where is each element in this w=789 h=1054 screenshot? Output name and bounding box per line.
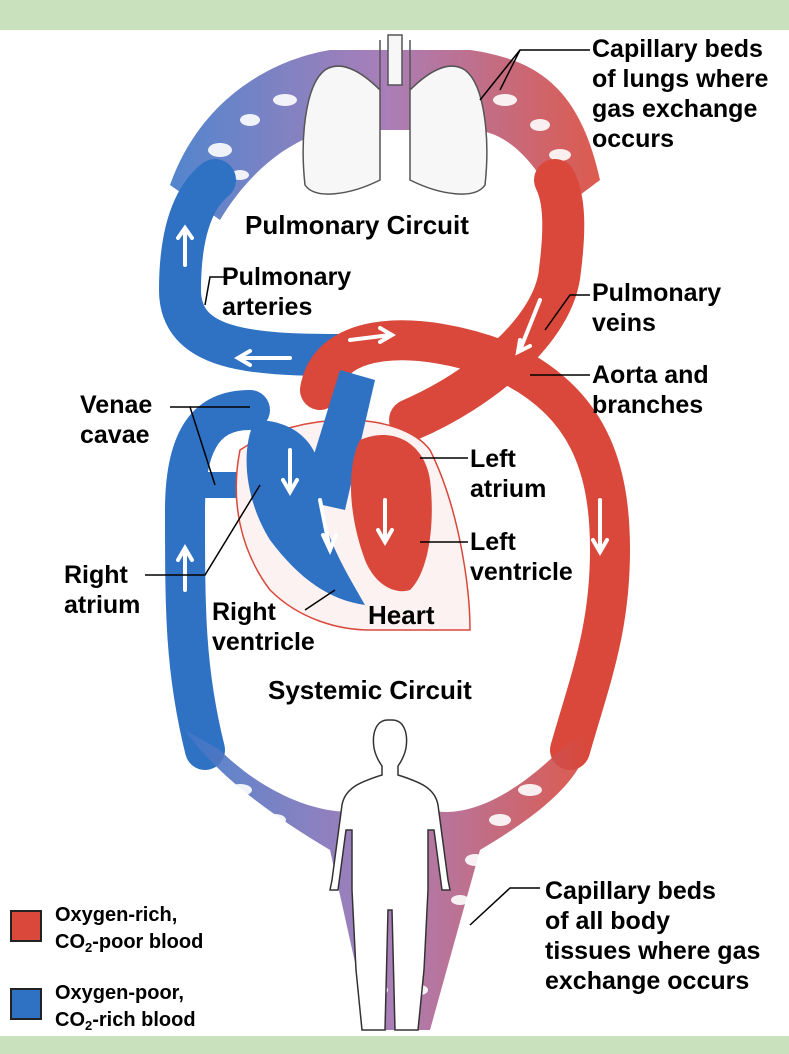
pulmonary-artery-vessel	[158, 159, 361, 376]
right-heart-chambers	[246, 420, 365, 605]
label-line: Capillary beds	[592, 35, 763, 63]
label-line: Pulmonary	[592, 279, 722, 307]
legend-line: CO2-poor blood	[55, 929, 203, 961]
leader-lines	[145, 49, 590, 926]
label-pulmonary-veins: Pulmonary veins	[592, 278, 721, 338]
legend-line: Oxygen-poor,	[55, 982, 184, 1004]
pulmonary-trunk	[300, 370, 375, 510]
legend-label-oxygen-poor: Oxygen-poor, CO2-rich blood	[55, 980, 196, 1036]
legend-line: CO2-rich blood	[55, 1007, 196, 1036]
systemic-circuit-title: Systemic Circuit	[268, 675, 472, 705]
leader-capillary-body	[469, 887, 540, 926]
label-line: Right	[212, 598, 276, 626]
human-figure	[329, 719, 451, 1031]
label-line: of lungs where	[592, 65, 769, 93]
lung-capillary-bed	[170, 50, 600, 220]
label-left-atrium: Left atrium	[470, 444, 546, 504]
label-line: Venae	[80, 391, 153, 419]
diagram-canvas: Capillary beds of lungs where gas exchan…	[0, 30, 789, 1036]
label-aorta: Aorta and branches	[592, 360, 709, 420]
flow-arrows	[176, 224, 609, 592]
label-line: ventricle	[470, 558, 573, 586]
venae-cavae-vessel	[164, 390, 270, 770]
label-capillary-body: Capillary beds of all body tissues where…	[545, 876, 760, 996]
legend-text: CO	[55, 1009, 85, 1031]
label-line: Aorta and	[592, 361, 709, 389]
lungs	[302, 34, 488, 195]
legend-subscript: 2	[85, 940, 93, 955]
label-line: atrium	[470, 475, 547, 503]
leader-pulmonary-arteries	[204, 276, 225, 306]
label-line: of all body	[545, 907, 670, 935]
legend-text: -poor blood	[92, 931, 204, 953]
label-venae-cavae: Venae cavae	[80, 390, 152, 450]
label-line: Right	[64, 561, 128, 589]
label-line: arteries	[222, 293, 313, 321]
label-line: atrium	[64, 591, 141, 619]
label-line: Pulmonary	[222, 263, 352, 291]
label-line: tissues where gas	[545, 937, 761, 965]
label-line: occurs	[592, 125, 674, 153]
label-line: cavae	[80, 421, 150, 449]
label-line: gas exchange	[592, 95, 758, 123]
pulmonary-circuit-title: Pulmonary Circuit	[245, 210, 469, 240]
label-line: branches	[592, 391, 704, 419]
legend-line: Oxygen-rich,	[55, 904, 178, 926]
label-line: Left	[470, 528, 516, 556]
heart-title: Heart	[368, 600, 435, 630]
label-line: veins	[592, 309, 656, 337]
legend-text: -rich blood	[92, 1009, 196, 1031]
label-line: exchange occurs	[545, 967, 750, 995]
label-line: ventricle	[212, 628, 315, 656]
label-line: Left	[470, 445, 516, 473]
label-pulmonary-arteries: Pulmonary arteries	[222, 262, 351, 322]
legend-subscript: 2	[85, 1018, 93, 1033]
pulmonary-vein-vessel	[389, 159, 585, 441]
legend-text: CO	[55, 931, 85, 953]
label-right-ventricle: Right ventricle	[212, 597, 315, 657]
circulation-diagram	[145, 34, 631, 1031]
legend-swatch-oxygen-rich	[10, 910, 42, 942]
leader-right-atrium	[145, 484, 261, 576]
leader-right-ventricle	[304, 589, 336, 611]
left-heart-chambers	[350, 434, 432, 592]
legend-swatch-oxygen-poor	[10, 988, 42, 1020]
label-capillary-lungs: Capillary beds of lungs where gas exchan…	[592, 34, 768, 154]
label-left-ventricle: Left ventricle	[470, 527, 573, 587]
leader-pulmonary-veins	[544, 294, 590, 331]
legend-label-oxygen-rich: Oxygen-rich, CO2-poor blood	[55, 902, 203, 961]
label-line: Capillary beds	[545, 877, 716, 905]
label-right-atrium: Right atrium	[64, 560, 140, 620]
